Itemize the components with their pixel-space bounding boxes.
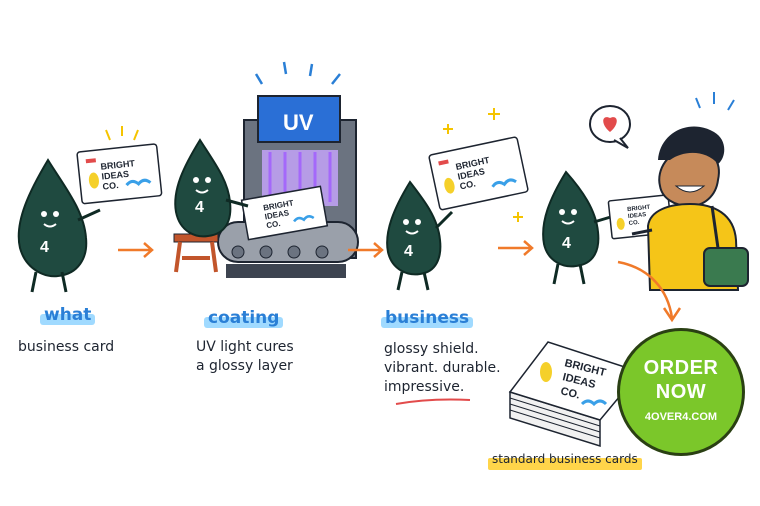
caption-underline [395,398,471,405]
arrow-2 [348,242,384,258]
step-1-caption-line: business card [18,339,115,355]
mascot-3: 4 [386,180,454,291]
arrow-1 [118,242,154,258]
arrow-3 [498,240,534,256]
order-now-line1: ORDER [643,357,719,379]
mascot-1: 4 [17,158,101,293]
card-4-line1: BRIGHT [627,205,651,213]
card-4-line2: IDEAS [628,212,647,220]
step-3-caption: glossy shield. vibrant. durable. impress… [384,340,501,397]
mascot-2: 4 [174,138,249,238]
business-card-1 [76,143,163,205]
step-2-caption: UV light cures a glossy layer [196,338,294,376]
product-label: standard business cards [488,452,642,470]
order-now-line2: NOW [655,381,707,403]
heart-bubble [589,105,631,149]
order-url: 4OVER4.COM [644,411,718,423]
card-stack: BRIGHT IDEAS CO. [508,341,642,448]
mascot-4: 4 [542,170,615,285]
business-card-3: BRIGHT IDEAS CO. [428,136,529,211]
card-4-line3: CO. [628,220,640,227]
step-tag-business: business [381,308,474,328]
arrow-to-order [617,260,682,323]
product-label-text: standard business cards [492,452,638,466]
step-tag-coating-text: coating [208,308,280,328]
card-3-line3: CO. [459,178,477,191]
mascot-3-number: 4 [404,243,413,260]
person [631,126,749,291]
step-3-caption-line3: impressive. [384,379,465,395]
step-1-caption: business card [18,338,114,357]
mascot-2-number: 4 [195,199,204,216]
uv-machine: UV BRIGHT IDEAS CO. [217,61,359,278]
card-1-line2: IDEAS [101,169,129,182]
card-1-line3: CO. [102,180,119,192]
mascot-4-number: 4 [562,235,571,252]
card-2-line2: IDEAS [264,208,290,221]
order-now-button[interactable]: ORDER NOW 4OVER4.COM [617,328,745,456]
step-3-caption-line1: glossy shield. [384,341,479,357]
step-2-caption-line2: a glossy layer [196,358,293,374]
step-tag-coating: coating [204,308,284,328]
stack-line3: CO. [559,385,581,401]
stool [173,233,219,273]
card-2-line3: CO. [266,219,282,230]
step-3-caption-line2: vibrant. durable. [384,360,501,376]
card-1-line1: BRIGHT [100,158,136,172]
step-tag-what-text: what [44,305,92,325]
step-2-caption-line1: UV light cures [196,339,294,355]
card-1-text: BRIGHT IDEAS CO. [100,158,136,192]
mascot-1-number: 4 [40,239,49,256]
step-tag-what: what [40,305,96,325]
step-tag-business-text: business [385,308,470,328]
uv-label: UV [283,110,314,135]
